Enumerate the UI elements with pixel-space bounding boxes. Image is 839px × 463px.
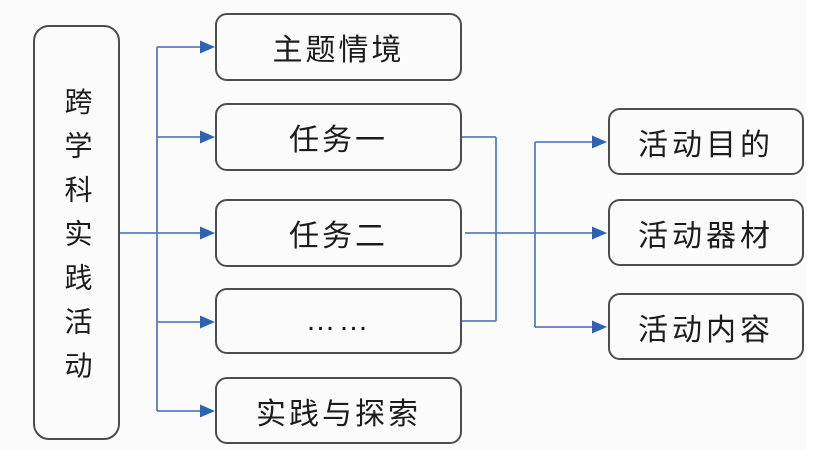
node-task-one: 任务一 (215, 103, 462, 171)
arrow-icon (200, 404, 215, 418)
arrow-icon (592, 320, 607, 334)
node-label: 任务一 (289, 124, 388, 157)
node-label: 活动目的 (638, 128, 774, 162)
node-label: 主题情境 (272, 34, 405, 67)
arrow-icon (200, 315, 215, 329)
arrow-icon (592, 226, 607, 240)
node-practice-exploration: 实践与探索 (215, 377, 462, 444)
node-label: 活动内容 (638, 313, 774, 347)
arrow-icon (200, 40, 215, 54)
node-label: 任务二 (289, 220, 388, 253)
arrow-icon (200, 226, 215, 240)
node-task-two: 任务二 (215, 199, 462, 267)
node-activity-equipment: 活动器材 (608, 199, 804, 266)
collector-line (462, 136, 592, 328)
arrow-icon (592, 135, 607, 149)
node-activity-purpose: 活动目的 (608, 108, 804, 175)
node-label: 跨学科实践活动 (61, 86, 93, 395)
node-label: 活动器材 (638, 219, 774, 253)
trunk-line (120, 46, 200, 412)
node-root-cross-disciplinary-practice: 跨学科实践活动 (33, 25, 120, 440)
node-theme-situation: 主题情境 (215, 13, 462, 81)
node-ellipsis: …… (215, 288, 462, 354)
arrow-icon (200, 130, 215, 144)
node-label: …… (305, 304, 372, 337)
node-label: 实践与探索 (256, 397, 421, 431)
node-activity-content: 活动内容 (608, 293, 804, 360)
